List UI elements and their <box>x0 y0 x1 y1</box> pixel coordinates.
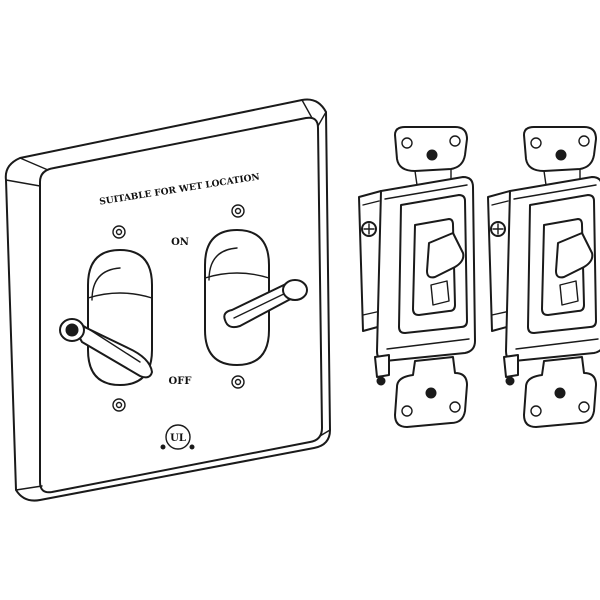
on-label: ON <box>171 237 189 248</box>
weatherproof-cover-plate: SUITABLE FOR WET LOCATION ON OFF <box>4 98 331 502</box>
right-toggle-lever[interactable] <box>223 279 308 329</box>
bevel-line <box>19 157 49 171</box>
ul-mark-text: UL <box>170 433 186 444</box>
screw-hole <box>234 207 242 215</box>
bevel-line <box>301 99 313 119</box>
strap-screw <box>426 149 438 161</box>
screw-hole <box>234 378 242 386</box>
screw-hole <box>112 225 126 239</box>
bevel-line <box>15 485 43 491</box>
bevel-line <box>317 111 327 127</box>
screw-hole <box>231 204 245 218</box>
left-toggle-lever[interactable] <box>59 318 153 379</box>
screw-hole <box>112 398 126 412</box>
bevel-line <box>319 429 331 437</box>
strap-screw <box>425 387 437 399</box>
ul-listing-mark: UL <box>160 424 195 450</box>
toggle-switch-left <box>358 126 476 428</box>
screw-hole <box>115 228 123 236</box>
screw-hole <box>231 375 245 389</box>
strap-screw <box>555 149 567 161</box>
mark-dot <box>160 444 166 450</box>
bevel-line <box>5 179 41 187</box>
top-mounting-strap <box>394 126 468 172</box>
screw-hole <box>115 401 123 409</box>
toggle-handle[interactable] <box>555 232 594 279</box>
mark-dot <box>189 444 195 450</box>
right-lever-housing <box>204 229 270 366</box>
screw-holes <box>112 204 245 412</box>
off-label: OFF <box>169 376 192 387</box>
toggle-handle[interactable] <box>426 232 465 279</box>
top-mounting-strap <box>523 126 597 172</box>
strap-screw <box>554 387 566 399</box>
plate-front-face <box>39 116 323 494</box>
bottom-terminal <box>374 354 390 378</box>
bottom-terminal <box>503 354 519 378</box>
toggle-switch-right <box>487 126 600 428</box>
